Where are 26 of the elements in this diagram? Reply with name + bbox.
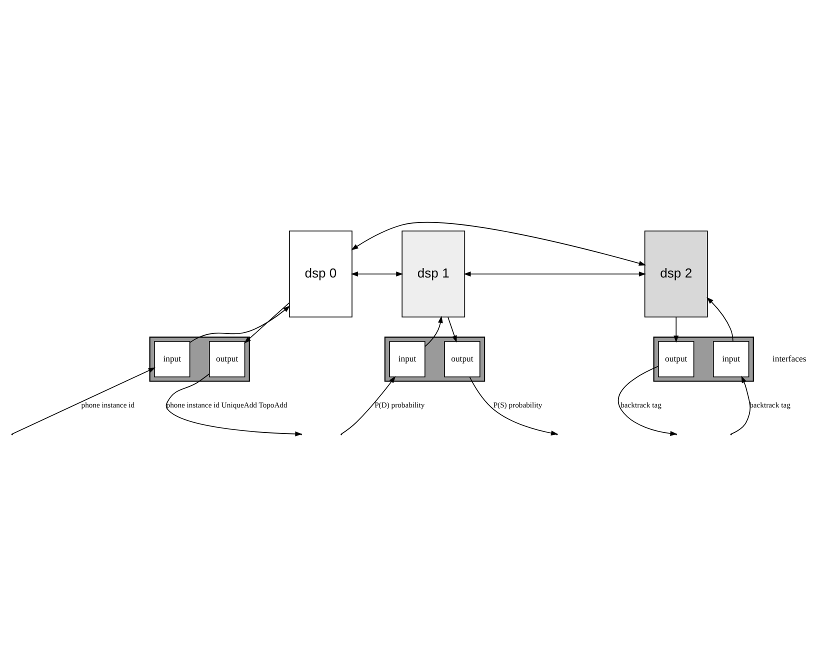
node-box: output [658,341,694,378]
node-box: dsp 2 [644,230,708,318]
arrow [350,272,404,276]
node-box: input [154,341,190,378]
edge-label: backtrack tag [620,400,662,410]
arrow [674,316,679,343]
node-box: output [209,341,246,378]
edge-label: phone instance id [81,400,135,410]
cluster [384,336,486,382]
node-box: input [713,341,750,378]
arrow [12,367,156,434]
node-box: input [389,341,426,378]
node-box: output [444,341,480,378]
arrow [244,302,290,344]
node-box: dsp 1 [402,230,466,318]
arrow [706,297,734,342]
edge-label: P(D) probability [374,400,425,410]
arrow [351,222,646,266]
arrow [464,272,646,276]
arrow [730,376,751,434]
label: interfaces [772,353,806,364]
edge-label: P(S) probability [493,400,542,410]
node-box: dsp 0 [289,230,352,318]
arrow [448,316,457,343]
edge-label: phone instance id UniqueAdd TopoAdd [166,400,288,410]
arrow [189,306,290,343]
